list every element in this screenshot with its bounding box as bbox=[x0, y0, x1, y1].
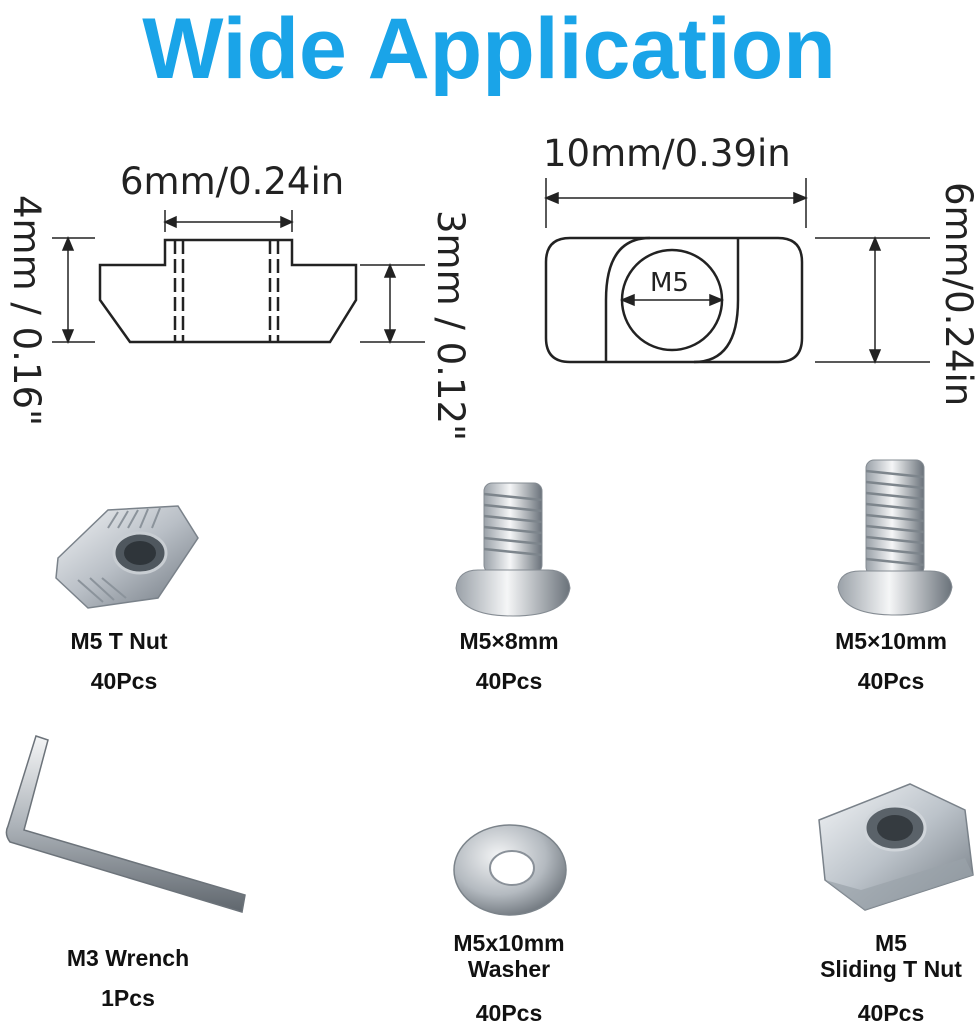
t-nut-profile-drawing bbox=[98, 238, 358, 344]
t-nut-dimension-lines bbox=[52, 210, 425, 344]
product-qty-washer: 40Pcs bbox=[475, 1000, 543, 1026]
dimension-diagram bbox=[52, 178, 930, 364]
product-qty-sliding-t-nut: 40Pcs bbox=[857, 1000, 925, 1026]
screw-10mm-icon bbox=[837, 459, 953, 616]
product-name-screw-10mm: M5×10mm bbox=[835, 628, 947, 654]
product-qty-screw-8mm: 40Pcs bbox=[475, 668, 543, 694]
washer-icon bbox=[453, 824, 567, 916]
product-qty-screw-10mm: 40Pcs bbox=[857, 668, 925, 694]
page-title: Wide Application bbox=[141, 0, 838, 99]
screw-8mm-icon bbox=[455, 482, 571, 617]
product-name-screw-8mm: M5×8mm bbox=[459, 628, 559, 654]
product-name-washer: M5x10mm Washer bbox=[453, 930, 565, 982]
t-nut-icon bbox=[55, 505, 199, 609]
product-qty-wrench: 1Pcs bbox=[101, 985, 155, 1011]
product-name-wrench: M3 Wrench bbox=[66, 945, 190, 971]
product-qty-t-nut: 40Pcs bbox=[90, 668, 158, 694]
product-name-sliding-t-nut: M5 Sliding T Nut bbox=[820, 930, 962, 982]
t-nut-step-label: 3mm / 0.12" bbox=[429, 210, 472, 442]
hex-wrench-icon bbox=[5, 735, 246, 913]
sliding-nut-length-label: 10mm/0.39in bbox=[543, 132, 791, 175]
product-name-t-nut: M5 T Nut bbox=[70, 628, 168, 654]
t-nut-width-label: 6mm/0.24in bbox=[120, 160, 345, 203]
sliding-nut-dimension-lines bbox=[544, 178, 930, 364]
page-title-text: Wide Application bbox=[142, 1, 836, 97]
sliding-t-nut-icon bbox=[818, 783, 974, 911]
thread-label: M5 bbox=[650, 268, 689, 298]
t-nut-height-label: 4mm / 0.16" bbox=[5, 195, 48, 427]
